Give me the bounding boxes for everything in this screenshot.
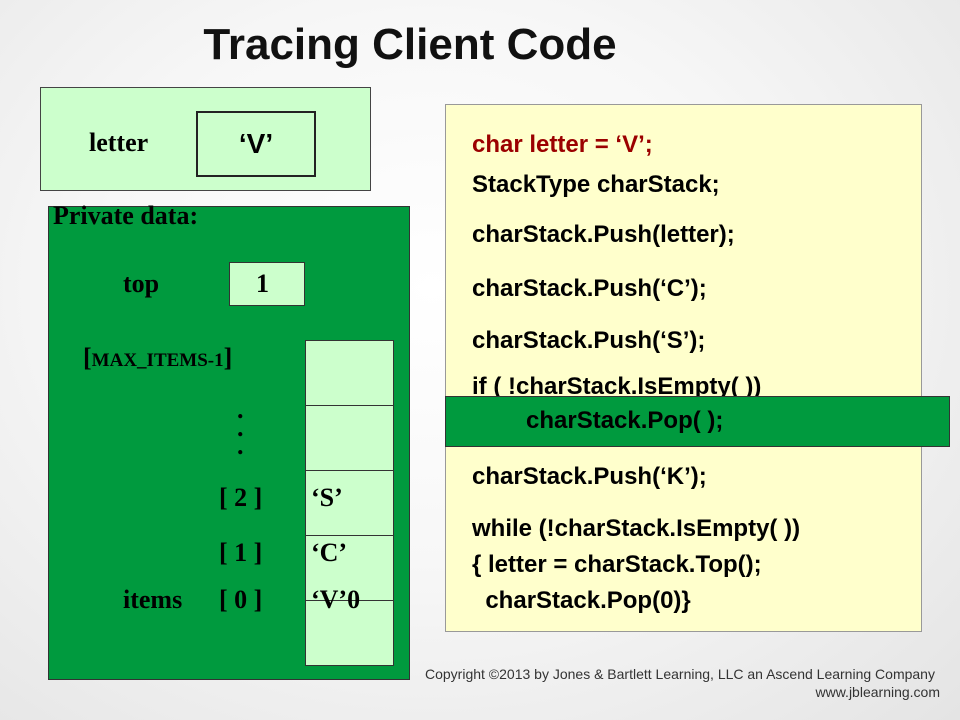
array-slot: [305, 340, 394, 406]
code-line-while: while (!charStack.IsEmpty( )): [472, 515, 801, 542]
code-line-push-k: charStack.Push(‘K’);: [472, 463, 707, 490]
code-line-top: { letter = charStack.Top();: [472, 551, 762, 578]
ellipsis-dot: .: [237, 431, 244, 460]
code-panel: char letter = ‘V’; StackType charStack; …: [445, 104, 922, 632]
array-slot-1: [305, 535, 394, 601]
max-index-label: [MAX_ITEMS-1]: [83, 343, 232, 373]
code-line-push-s: charStack.Push(‘S’);: [472, 327, 706, 354]
ellipsis-dot: .: [237, 395, 244, 424]
letter-variable-value: ‘V’: [196, 111, 316, 177]
array-value-1: ‘C’: [311, 538, 348, 567]
code-line-push-c: charStack.Push(‘C’);: [472, 275, 707, 302]
max-index-close-bracket: ]: [223, 343, 233, 372]
top-value: 1: [229, 262, 305, 306]
array-value-0: ‘V’0: [311, 585, 361, 614]
letter-variable-label: letter: [89, 128, 149, 157]
code-line-declaration: char letter = ‘V’;: [472, 131, 653, 158]
letter-variable-panel: letter ‘V’: [40, 87, 371, 191]
private-data-panel: Private data: top 1 [MAX_ITEMS-1] . . . …: [48, 201, 410, 680]
items-label: items: [123, 585, 183, 614]
index-label-2: [ 2 ]: [219, 483, 263, 512]
array-slot-0: [305, 600, 394, 666]
array-value-2: ‘S’: [311, 483, 343, 512]
ellipsis-dot: .: [237, 413, 244, 442]
slide-title: Tracing Client Code: [203, 20, 617, 69]
website-link: www.jblearning.com: [815, 684, 941, 700]
code-line-pop-highlighted: charStack.Pop( );: [526, 407, 724, 434]
code-line-push-letter: charStack.Push(letter);: [472, 221, 735, 248]
index-label-0: [ 0 ]: [219, 585, 263, 614]
code-line-if: if ( !charStack.IsEmpty( )): [472, 373, 762, 400]
code-line-pop: charStack.Pop(0)}: [472, 587, 691, 614]
top-label: top: [123, 269, 160, 298]
copyright-notice: Copyright ©2013 by Jones & Bartlett Lear…: [425, 666, 935, 682]
array-slot: [305, 405, 394, 471]
max-index-text: MAX_ITEMS-1: [91, 350, 224, 371]
current-line-highlight: charStack.Pop( );: [445, 396, 950, 447]
private-data-label: Private data:: [53, 201, 199, 230]
max-index-open-bracket: [: [83, 343, 92, 372]
index-label-1: [ 1 ]: [219, 538, 263, 567]
code-line-stack-declaration: StackType charStack;: [472, 171, 720, 198]
